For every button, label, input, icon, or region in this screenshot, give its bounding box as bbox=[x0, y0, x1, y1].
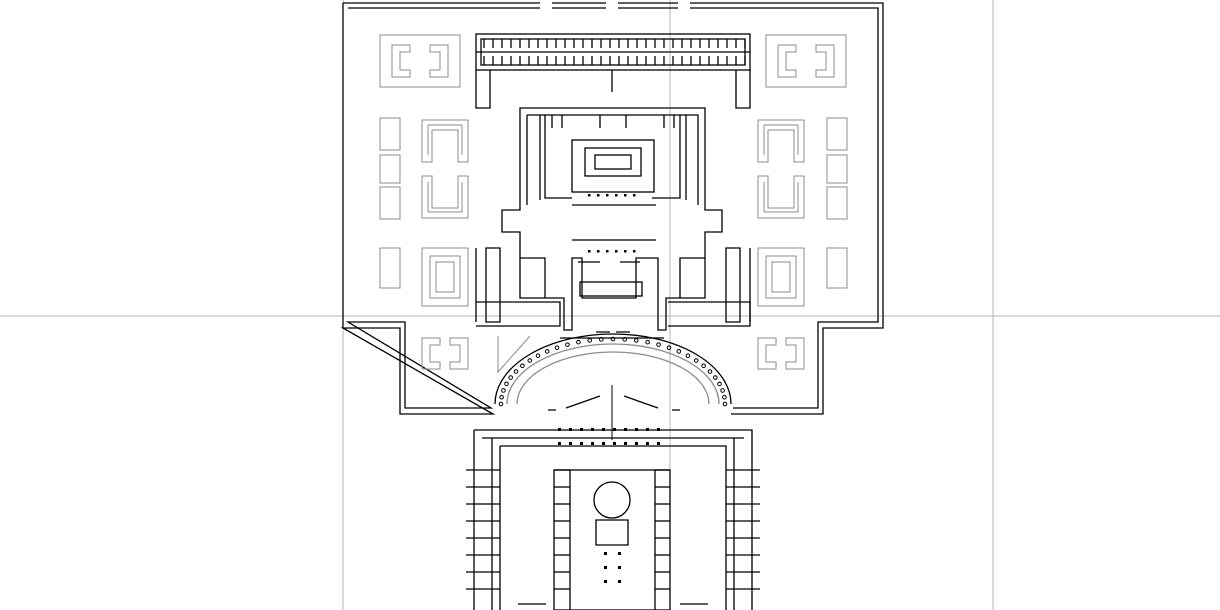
column-dot bbox=[527, 358, 533, 363]
pier bbox=[591, 442, 594, 445]
pier bbox=[646, 442, 649, 445]
pier bbox=[615, 250, 618, 253]
corner-courts bbox=[379, 34, 848, 374]
pier bbox=[657, 442, 660, 445]
pier bbox=[615, 194, 618, 197]
column-dot bbox=[565, 342, 570, 347]
pier bbox=[635, 428, 638, 431]
column-dot bbox=[693, 358, 699, 363]
pier bbox=[588, 194, 591, 197]
inner-palace bbox=[475, 107, 751, 331]
colonnade-columns bbox=[498, 336, 728, 407]
pier bbox=[580, 428, 583, 431]
lower-complex bbox=[473, 429, 753, 610]
column-dot bbox=[501, 388, 506, 393]
column-dot bbox=[598, 337, 604, 342]
pier bbox=[624, 194, 627, 197]
column-dot bbox=[622, 337, 628, 342]
pier bbox=[588, 250, 591, 253]
pier bbox=[580, 442, 583, 445]
column-dot bbox=[544, 349, 550, 354]
pier bbox=[558, 428, 561, 431]
court-outline bbox=[765, 34, 847, 88]
column-dot bbox=[633, 338, 639, 343]
column-dot bbox=[508, 375, 513, 380]
pier bbox=[633, 250, 636, 253]
column-dot bbox=[520, 363, 525, 369]
pier bbox=[606, 250, 609, 253]
pier bbox=[604, 566, 607, 569]
outer-wall-inner bbox=[345, 7, 879, 409]
column-dot bbox=[498, 401, 504, 407]
column-dot bbox=[707, 369, 713, 374]
court-outline bbox=[421, 247, 469, 307]
lower-columns bbox=[558, 194, 660, 583]
pier bbox=[646, 428, 649, 431]
column-dot bbox=[645, 339, 650, 345]
pier bbox=[569, 428, 572, 431]
column-dot bbox=[576, 339, 581, 345]
top-comb-building bbox=[475, 33, 751, 109]
column-dot bbox=[554, 345, 560, 351]
column-dot bbox=[676, 349, 682, 354]
pier bbox=[604, 580, 607, 583]
pier bbox=[633, 194, 636, 197]
pier bbox=[597, 194, 600, 197]
pier bbox=[624, 428, 627, 431]
column-dot bbox=[587, 338, 593, 343]
pier bbox=[597, 250, 600, 253]
pier bbox=[624, 250, 627, 253]
pier bbox=[602, 442, 605, 445]
court-outline bbox=[757, 247, 805, 307]
pier bbox=[657, 428, 660, 431]
column-dot bbox=[610, 336, 616, 342]
comb-teeth bbox=[483, 39, 746, 65]
pier bbox=[558, 442, 561, 445]
column-dot bbox=[656, 342, 661, 347]
pier bbox=[624, 442, 627, 445]
column-dot bbox=[720, 388, 725, 393]
outer-wall-outer bbox=[340, 2, 884, 415]
pier bbox=[613, 442, 616, 445]
column-dot bbox=[685, 353, 691, 358]
column-dot bbox=[535, 353, 541, 358]
pier bbox=[606, 194, 609, 197]
column-dot bbox=[499, 394, 504, 400]
column-dot bbox=[513, 369, 519, 374]
pier bbox=[618, 552, 621, 555]
pier bbox=[613, 428, 616, 431]
pier bbox=[635, 442, 638, 445]
pier bbox=[602, 428, 605, 431]
column-dot bbox=[722, 401, 728, 407]
column-dot bbox=[666, 345, 672, 351]
court-outline bbox=[379, 34, 461, 88]
column-dot bbox=[504, 381, 509, 387]
pier bbox=[618, 580, 621, 583]
pier bbox=[591, 428, 594, 431]
column-dot bbox=[713, 375, 718, 380]
column-dot bbox=[701, 363, 706, 369]
column-dot bbox=[717, 381, 722, 387]
pier bbox=[604, 552, 607, 555]
column-dot bbox=[722, 394, 727, 400]
semicircular-colonnade bbox=[494, 331, 732, 411]
pier bbox=[569, 442, 572, 445]
pier bbox=[618, 566, 621, 569]
upper-compound bbox=[340, 2, 884, 415]
lower-comb bbox=[466, 469, 760, 590]
